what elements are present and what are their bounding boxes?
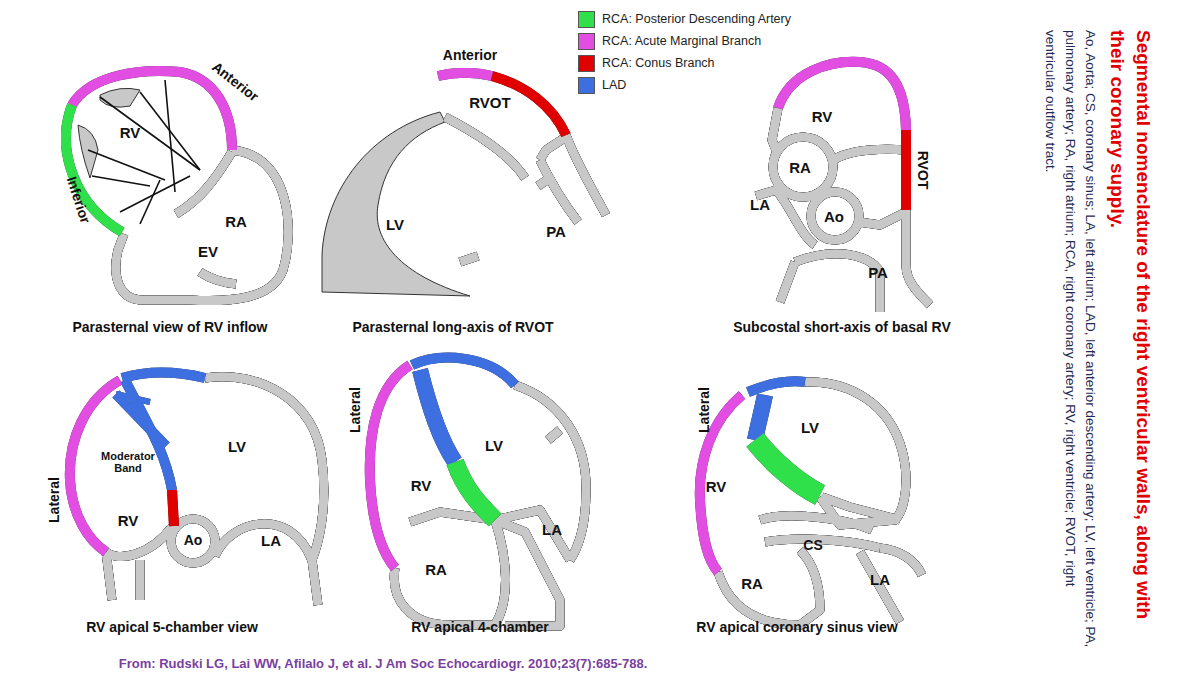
chamber-label: RV <box>812 109 833 126</box>
view-title: Parasternal long-axis of RVOT <box>352 320 553 335</box>
abbreviation-caption: Ao, Aorta; CS, coronary sinus; LA, left … <box>1040 30 1100 650</box>
legend-swatch <box>578 55 595 72</box>
chamber-label: EV <box>198 244 218 261</box>
figure-title: Segmental nomenclature of the right vent… <box>1104 30 1156 650</box>
orientation-label: Lateral <box>348 387 363 433</box>
chamber-label: RV <box>706 479 727 496</box>
orientation-label: Anterior <box>443 48 497 63</box>
wall-segments <box>370 358 515 568</box>
chamber-label: LV <box>485 438 503 455</box>
chamber-label: LA <box>542 522 562 539</box>
chamber-walls <box>756 108 930 312</box>
chamber-walls <box>718 382 922 625</box>
trabeculation <box>100 88 140 107</box>
trabeculation <box>78 125 98 178</box>
chamber-label: Moderator Band <box>97 450 159 474</box>
lv-wall <box>322 112 470 296</box>
legend-row: RCA: Posterior Descending Artery <box>578 8 791 30</box>
chamber-label: RVOT <box>914 151 929 190</box>
orientation-label: Lateral <box>697 387 712 433</box>
chamber-label: Ao <box>184 533 203 548</box>
view-title: RV apical 4-chamber <box>411 620 548 635</box>
legend-row: RCA: Acute Marginal Branch <box>578 30 791 52</box>
source-citation: From: Rudski LG, Lai WW, Afilalo J, et a… <box>119 657 648 671</box>
chamber-walls <box>116 150 288 301</box>
chamber-walls <box>106 377 324 605</box>
chamber-label: RV <box>118 513 139 530</box>
wall-segments <box>70 373 205 552</box>
chamber-label: RA <box>789 160 811 177</box>
chamber-label: RA <box>425 562 447 579</box>
chamber-label: LV <box>228 439 246 456</box>
chamber-label: LA <box>261 533 281 550</box>
legend-text: LAD <box>602 78 626 92</box>
legend-row: LAD <box>578 74 791 96</box>
side-text: Segmental nomenclature of the right vent… <box>1040 30 1156 650</box>
chamber-label: LV <box>801 420 819 437</box>
legend-text: RCA: Acute Marginal Branch <box>602 34 761 48</box>
view-title: RV apical coronary sinus view <box>696 620 897 635</box>
legend-swatch <box>578 33 595 50</box>
chamber-label: LV <box>386 217 404 234</box>
legend-swatch <box>578 77 595 94</box>
view-title: Parasternal view of RV inflow <box>72 320 267 335</box>
wall-segments <box>700 381 820 572</box>
chordae-lines <box>88 80 200 224</box>
wall-segments <box>66 71 232 232</box>
orientation-label: Lateral <box>47 477 62 523</box>
chamber-label: CS <box>803 538 822 553</box>
view-title: RV apical 5-chamber view <box>86 620 258 635</box>
view-title: Subcostal short-axis of basal RV <box>733 320 951 335</box>
chamber-label: LA <box>870 572 890 589</box>
legend-swatch <box>578 11 595 28</box>
chamber-label: RA <box>225 214 247 231</box>
chamber-label: RV <box>411 478 432 495</box>
chamber-label: Ao <box>824 209 844 226</box>
chamber-label: RA <box>741 576 763 593</box>
chamber-walls <box>394 385 586 626</box>
chamber-walls <box>445 117 606 262</box>
legend-row: RCA: Conus Branch <box>578 52 791 74</box>
chamber-label: RV <box>120 125 141 142</box>
wall-segments <box>778 62 906 210</box>
chamber-label: PA <box>868 265 888 282</box>
wall-segments <box>438 73 566 135</box>
legend: RCA: Posterior Descending ArteryRCA: Acu… <box>578 8 791 96</box>
chamber-label: LA <box>750 197 770 214</box>
chamber-label: RVOT <box>469 95 510 112</box>
legend-text: RCA: Conus Branch <box>602 56 715 70</box>
chamber-label: PA <box>546 224 566 241</box>
legend-text: RCA: Posterior Descending Artery <box>602 12 791 26</box>
